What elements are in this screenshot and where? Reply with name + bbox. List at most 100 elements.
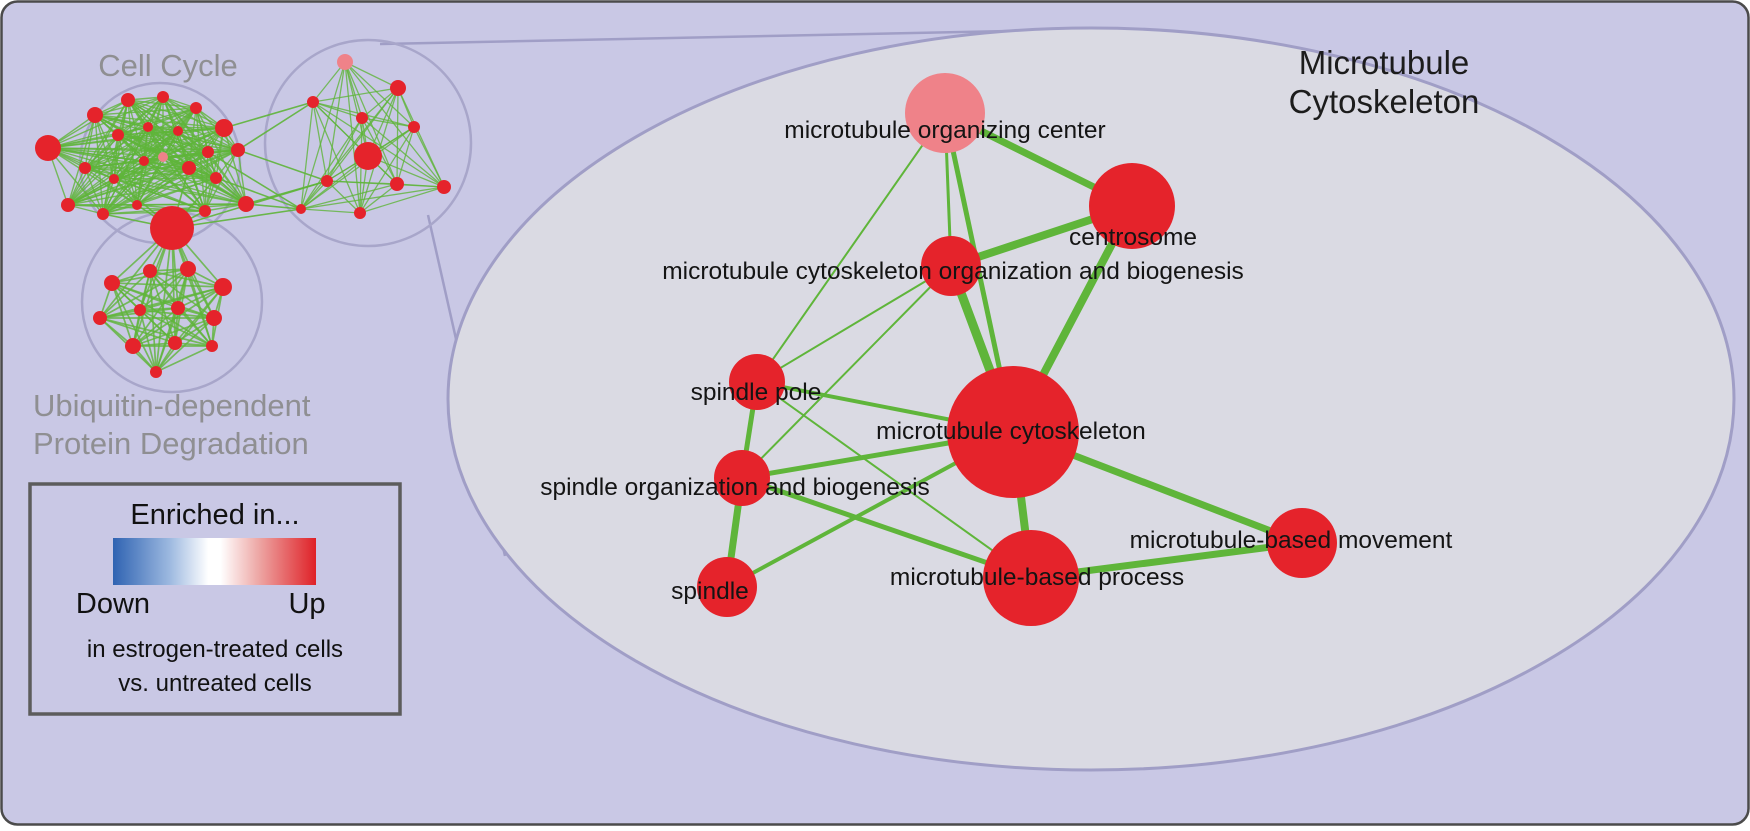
cluster-label-ubiquitin-line1: Ubiquitin-dependent xyxy=(33,388,311,423)
node-spindle_org xyxy=(714,450,770,506)
edge-spindle_org-mt_proc xyxy=(739,475,1034,581)
overview-edge xyxy=(344,61,415,128)
overview-edge xyxy=(300,208,361,214)
overview-node xyxy=(168,336,182,350)
overview-node xyxy=(143,122,153,132)
overview-edge xyxy=(136,167,190,206)
edge-mco-spindle_org xyxy=(741,265,952,479)
overview-node xyxy=(210,172,222,184)
overview-cross-edge xyxy=(188,167,302,210)
node-spindle xyxy=(697,557,757,617)
overview-edge xyxy=(84,134,119,169)
detail-network: microtubule organizing centercentrosomem… xyxy=(540,73,1453,626)
overview-edge xyxy=(67,114,96,206)
overview-edge xyxy=(47,147,247,205)
overview-edge xyxy=(102,127,225,215)
zoom-callout xyxy=(379,26,1736,772)
overview-edge xyxy=(187,268,213,347)
overview-edge xyxy=(136,203,247,206)
overview-edge xyxy=(47,99,129,149)
overview-edge xyxy=(359,186,445,214)
detail-ellipse xyxy=(446,26,1736,772)
overview-edge xyxy=(147,126,239,151)
overview-edge xyxy=(155,317,215,373)
overview-node xyxy=(104,275,120,291)
overview-edge xyxy=(300,126,415,210)
overview-node xyxy=(61,198,75,212)
overview-node xyxy=(150,206,194,250)
overview-node xyxy=(296,204,306,214)
overview-edge xyxy=(102,178,115,215)
edge-spindle_pole-mt_proc xyxy=(756,381,1032,579)
overview-edge xyxy=(396,183,445,188)
overview-edge xyxy=(99,317,213,347)
overview-edge xyxy=(84,156,164,169)
legend-up-label: Up xyxy=(288,588,325,620)
overview-edge xyxy=(99,317,176,344)
overview-edge xyxy=(361,117,445,188)
overview-edge xyxy=(413,126,445,188)
overview-edge xyxy=(396,126,415,185)
overview-edge xyxy=(344,61,445,188)
overview-edge xyxy=(155,286,224,373)
overview-cross-edge xyxy=(207,151,302,210)
overview-node xyxy=(35,135,61,161)
overview-edge xyxy=(300,155,369,210)
legend-note-line1: in estrogen-treated cells xyxy=(87,636,343,663)
overview-node xyxy=(143,264,157,278)
overview-edge xyxy=(300,183,398,210)
overview-node xyxy=(139,156,149,166)
overview-cross-edge xyxy=(237,101,314,151)
legend-down-label: Down xyxy=(76,588,150,620)
node-label-mt_proc: microtubule-based process xyxy=(890,564,1184,591)
overview-node xyxy=(215,119,233,137)
overview-cross-edge xyxy=(245,203,302,210)
overview-edge xyxy=(136,177,217,206)
overview-node xyxy=(206,340,218,352)
overview-edge xyxy=(300,87,399,210)
overview-node xyxy=(125,338,141,354)
overview-edge xyxy=(326,117,363,182)
edge-moc-spindle_pole xyxy=(756,112,946,383)
node-centrosome xyxy=(1089,163,1175,249)
overview-node xyxy=(408,121,420,133)
overview-edge xyxy=(177,130,209,153)
legend: Enriched in... Down Up in estrogen-treat… xyxy=(28,482,402,716)
overview-edge xyxy=(143,130,179,162)
overview-edge xyxy=(312,61,346,103)
overview-edge xyxy=(359,183,398,214)
overview-node xyxy=(356,112,368,124)
overview-node xyxy=(307,96,319,108)
cluster-circle-microtubule-cytoskeleton xyxy=(263,38,473,248)
cluster-label-ubiquitin-line2: Protein Degradation xyxy=(33,426,309,461)
overview-node xyxy=(337,54,353,70)
overview-edge xyxy=(67,160,145,206)
legend-gradient-bar xyxy=(113,538,316,585)
overview-node xyxy=(112,129,124,141)
overview-node xyxy=(182,161,196,175)
overview-edge xyxy=(111,282,157,373)
overview-network xyxy=(35,38,473,394)
overview-edge xyxy=(132,268,189,347)
overview-edge xyxy=(136,156,164,206)
overview-edge xyxy=(300,180,328,210)
overview-node xyxy=(93,311,107,325)
overview-node xyxy=(238,196,254,212)
overview-edge xyxy=(67,99,129,206)
legend-box xyxy=(28,482,402,716)
overview-node xyxy=(79,162,91,174)
overview-edge xyxy=(312,101,361,214)
node-mco xyxy=(921,236,981,296)
node-mt_move xyxy=(1267,508,1337,578)
overview-edge xyxy=(155,307,179,373)
overview-node xyxy=(202,146,214,158)
overview-edge xyxy=(127,99,138,206)
overview-edge xyxy=(67,177,217,206)
overview-cross-edge xyxy=(237,149,328,182)
overview-edge xyxy=(139,286,224,311)
overview-edge xyxy=(177,130,239,151)
overview-node xyxy=(132,200,142,210)
node-label-spindle_org: spindle organization and biogenesis xyxy=(540,474,930,501)
overview-edge xyxy=(177,130,247,205)
